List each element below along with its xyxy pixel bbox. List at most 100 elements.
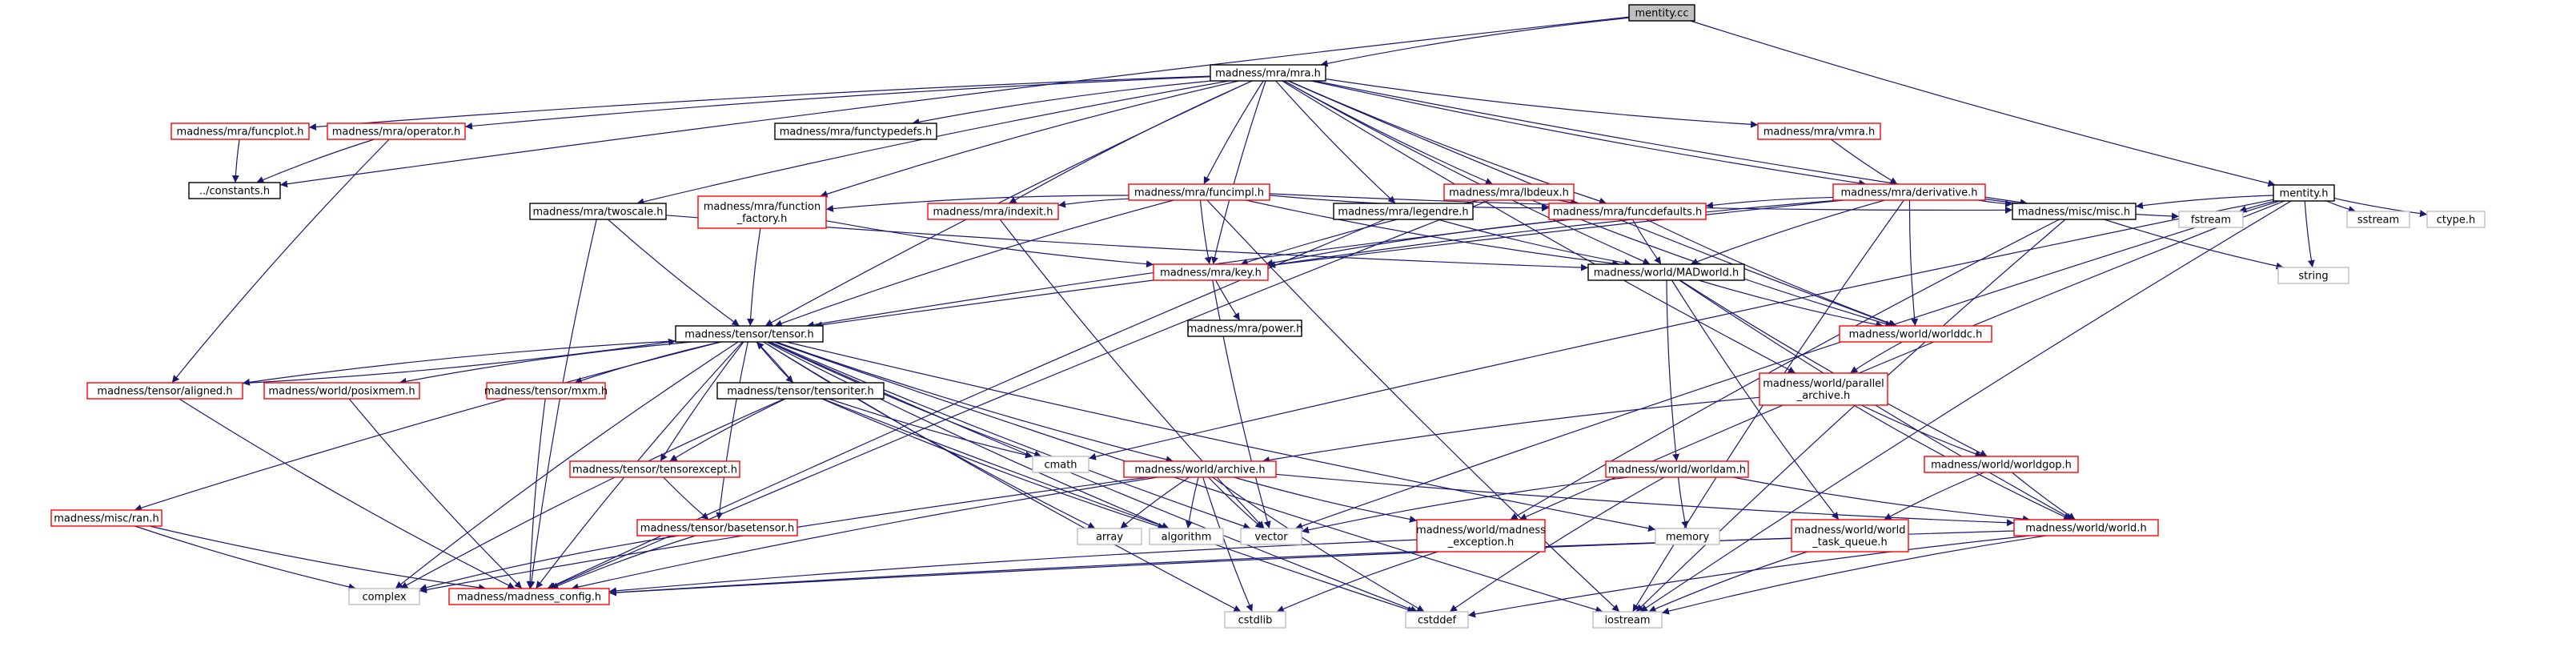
edge-archive-to-algorithm — [1185, 476, 1199, 529]
node-box — [1153, 263, 1269, 281]
node-string: string — [2277, 267, 2349, 284]
node-worlddc[interactable]: madness/world/worlddc.h — [1839, 325, 1992, 343]
edge-madworld-to-worldam — [1666, 279, 1680, 462]
edge-funcimpl-to-iostream — [1206, 199, 1620, 613]
node-box — [263, 382, 420, 400]
edge-tensoriter-to-tensor — [756, 341, 794, 384]
node-constants[interactable]: ../constants.h — [188, 182, 281, 199]
node-label: memory — [1666, 532, 1710, 544]
edge-vmra-to-derivative — [1830, 139, 1898, 185]
node-box — [2013, 519, 2159, 536]
node-box — [636, 519, 798, 536]
node-funcplot[interactable]: madness/mra/funcplot.h — [171, 123, 310, 140]
node-label: madness/mra/twoscale.h — [533, 207, 664, 219]
node-worldam[interactable]: madness/world/worldam.h — [1605, 460, 1749, 478]
node-box — [2346, 211, 2410, 228]
node-basetensor[interactable]: madness/tensor/basetensor.h — [636, 519, 798, 536]
edge-aligned-to-tensor — [242, 338, 676, 384]
node-funcimpl[interactable]: madness/mra/funcimpl.h — [1128, 183, 1270, 201]
node-aligned[interactable]: madness/tensor/aligned.h — [86, 382, 243, 400]
edge-funcdefaults-to-madworld — [1631, 219, 1662, 265]
edge-worldam-to-world — [1732, 476, 2031, 523]
node-tensor[interactable]: madness/tensor/tensor.h — [675, 325, 824, 343]
node-mentityh[interactable]: mentity.h — [2273, 184, 2335, 202]
node-label: madness/mra/funcdefaults.h — [1553, 207, 1703, 219]
node-label: madness/mra/lbdeux.h — [1449, 187, 1569, 199]
edge-tensor-to-aligned — [242, 340, 676, 386]
node-label: madness/world/worlddc.h — [1849, 329, 1983, 341]
node-ctype: ctype.h — [2426, 211, 2486, 228]
node-world[interactable]: madness/world/world.h — [2013, 519, 2159, 536]
node-box — [697, 195, 827, 229]
node-indexit[interactable]: madness/mra/indexit.h — [927, 203, 1059, 220]
node-box — [675, 325, 824, 343]
node-label: madness/world/archive.h — [1134, 464, 1265, 476]
node-config[interactable]: madness/madness_config.h — [448, 588, 610, 605]
node-madworld[interactable]: madness/world/MADworld.h — [1587, 263, 1745, 281]
edge-miscmisc-to-string — [2104, 219, 2284, 270]
node-label: madness/tensor/tensoriter.h — [727, 386, 873, 398]
edge-madworld-to-wtaskqueue — [1671, 279, 1840, 520]
node-madexception[interactable]: madness/world/madness_exception.h — [1416, 519, 1546, 552]
edge-root-to-constants — [279, 16, 1630, 188]
edge-parallel-to-archive — [1262, 396, 1760, 464]
node-mra[interactable]: madness/mra/mra.h — [1210, 64, 1326, 82]
node-posixmem[interactable]: madness/world/posixmem.h — [263, 382, 420, 400]
edge-tensoriter-to-tensorexcept — [669, 398, 786, 462]
node-worldgop[interactable]: madness/world/worldgop.h — [1924, 456, 2079, 473]
node-box — [50, 509, 163, 527]
node-tensorexcept[interactable]: madness/tensor/tensorexcept.h — [569, 460, 740, 478]
node-power[interactable]: madness/mra/power.h — [1187, 319, 1303, 337]
edge-operator-to-constants — [256, 139, 375, 183]
node-label: madness/tensor/tensorexcept.h — [572, 464, 737, 476]
edge-tensor-to-iostream — [773, 341, 1603, 613]
node-label: madness/world/madness_exception.h — [1416, 524, 1546, 548]
node-miscmisc[interactable]: madness/misc/misc.h — [2012, 203, 2137, 220]
node-box — [348, 588, 420, 605]
edge-tensor-to-vector — [769, 341, 1251, 530]
edge-funcimpl-to-tensor — [774, 199, 1174, 327]
node-box — [1924, 456, 2079, 473]
edge-tensor-to-complex — [395, 341, 739, 589]
edge-parallel-to-worldgop — [1860, 404, 1983, 458]
node-box — [774, 123, 937, 140]
node-twoscale[interactable]: madness/mra/twoscale.h — [529, 203, 667, 220]
node-root[interactable]: mentity.cc — [1628, 4, 1695, 22]
node-mxm[interactable]: madness/tensor/mxm.h — [484, 382, 608, 400]
edge-mra-to-derivative — [1310, 80, 1867, 187]
edge-basetensor-to-complex — [419, 535, 679, 592]
node-lbdeux[interactable]: madness/mra/lbdeux.h — [1443, 183, 1575, 201]
node-iostream: iostream — [1592, 611, 1663, 629]
node-archive[interactable]: madness/world/archive.h — [1123, 460, 1277, 478]
node-box — [1240, 528, 1302, 545]
edge-twoscale-to-tensor — [608, 219, 740, 327]
edge-mentityh-to-iostream — [1639, 200, 2292, 613]
edge-funcimpl-to-key — [1199, 199, 1212, 265]
node-label: madness/madness_config.h — [457, 592, 601, 604]
node-ran[interactable]: madness/misc/ran.h — [50, 509, 163, 527]
node-box — [1628, 4, 1695, 22]
node-label: sstream — [2357, 215, 2399, 227]
edge-mra-to-operator — [464, 76, 1211, 130]
edge-archive-to-vector — [1208, 476, 1263, 529]
node-parallel[interactable]: madness/world/parallel_archive.h — [1759, 372, 1888, 406]
edge-madexception-to-config — [608, 539, 1418, 595]
edge-tensor-to-posixmem — [399, 341, 692, 385]
node-vector: vector — [1240, 528, 1302, 545]
edge-worldam-to-cstddef — [1449, 476, 1665, 613]
node-key[interactable]: madness/mra/key.h — [1153, 263, 1269, 281]
node-functypedefs[interactable]: madness/mra/functypedefs.h — [774, 123, 937, 140]
node-operator[interactable]: madness/mra/operator.h — [327, 123, 466, 140]
node-wtaskqueue[interactable]: madness/world/world_task_queue.h — [1791, 519, 1909, 552]
node-derivative[interactable]: madness/mra/derivative.h — [1832, 183, 1986, 201]
node-funcdefaults[interactable]: madness/mra/funcdefaults.h — [1548, 203, 1707, 220]
node-funcfactory[interactable]: madness/mra/function_factory.h — [697, 195, 827, 229]
node-vmra[interactable]: madness/mra/vmra.h — [1757, 123, 1881, 140]
edge-funcdefaults-to-key — [1265, 219, 1573, 267]
edge-funcplot-to-constants — [231, 139, 240, 183]
node-tensoriter[interactable]: madness/tensor/tensoriter.h — [716, 382, 885, 400]
edge-mentityh-to-fstream — [2239, 200, 2276, 213]
node-legendre[interactable]: madness/mra/legendre.h — [1333, 203, 1474, 220]
node-memory: memory — [1655, 528, 1720, 545]
